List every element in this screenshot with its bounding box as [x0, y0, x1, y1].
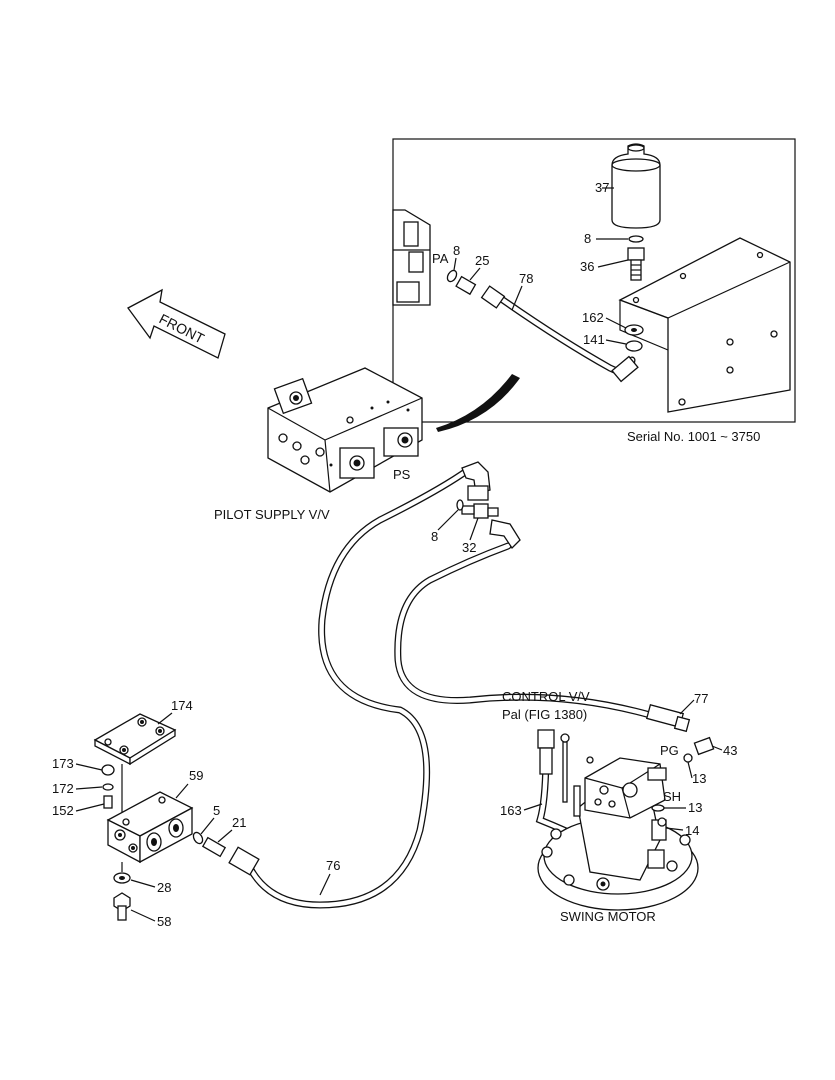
callout-8-pa: 8	[453, 243, 460, 258]
washer-172	[102, 783, 114, 791]
hose-78	[480, 285, 639, 383]
callout-58: 58	[157, 914, 171, 929]
callout-163: 163	[500, 803, 522, 818]
o-ring-5	[192, 831, 204, 845]
callout-77: 77	[694, 691, 708, 706]
nut-141	[625, 340, 643, 352]
callout-174: 174	[171, 698, 193, 713]
elbow-43	[693, 736, 715, 756]
callout-152: 152	[52, 803, 74, 818]
swing-motor	[537, 733, 699, 911]
hose-76-end	[228, 846, 260, 876]
adapter-36	[627, 247, 645, 281]
callout-172: 172	[52, 781, 74, 796]
tee-32	[473, 503, 489, 519]
callout-8-ps: 8	[431, 529, 438, 544]
mounting-bracket	[618, 237, 791, 413]
o-ring-8-top	[628, 235, 644, 243]
elbow-fittings-ps	[456, 461, 521, 550]
inset-caption: Serial No. 1001 ~ 3750	[627, 429, 760, 444]
port-pg: PG	[660, 743, 679, 758]
fitting-21	[201, 836, 227, 858]
callout-43: 43	[723, 743, 737, 758]
callout-14: 14	[685, 823, 699, 838]
fitting-25	[455, 275, 477, 296]
swing-motor-label: SWING MOTOR	[560, 909, 656, 924]
mounting-plate-174	[93, 713, 177, 766]
inset-pointer	[436, 374, 520, 432]
port-sh: SH	[663, 789, 681, 804]
callout-141: 141	[583, 332, 605, 347]
port-pa: PA	[432, 251, 449, 266]
front-arrow-icon: FRONT	[127, 288, 226, 359]
inset-detail: 37 8 36 162 141 PA 8 25 78 Serial No. 10…	[392, 138, 796, 444]
o-ring-8-pa	[446, 269, 458, 283]
callout-78: 78	[519, 271, 533, 286]
bolt-58	[113, 892, 131, 921]
accumulator	[611, 143, 661, 229]
callout-36: 36	[580, 259, 594, 274]
callout-13-a: 13	[692, 771, 706, 786]
pilot-supply-label: PILOT SUPPLY V/V	[214, 507, 330, 522]
o-ring-8-ps	[456, 499, 464, 511]
callout-173: 173	[52, 756, 74, 771]
callout-162: 162	[582, 310, 604, 325]
control-valve-label-1: CONTROL V/V	[502, 689, 590, 704]
o-ring-13-b	[651, 804, 665, 812]
callout-32: 32	[462, 540, 476, 555]
callout-8-top: 8	[584, 231, 591, 246]
callout-13-b: 13	[688, 800, 702, 815]
o-ring-13-a	[683, 753, 693, 763]
inset-valve-fragment	[392, 209, 431, 306]
hose-77	[394, 542, 691, 733]
callout-59: 59	[189, 768, 203, 783]
callout-5: 5	[213, 803, 220, 818]
control-valve-label-2: Pal (FIG 1380)	[502, 707, 587, 722]
callout-25: 25	[475, 253, 489, 268]
hose-76	[246, 466, 472, 909]
bolt-152	[103, 795, 113, 809]
callout-21: 21	[232, 815, 246, 830]
port-ps: PS	[393, 467, 411, 482]
callout-28: 28	[157, 880, 171, 895]
block-59	[106, 791, 194, 864]
callout-76: 76	[326, 858, 340, 873]
pilot-supply-valve	[267, 367, 423, 493]
nut-173	[101, 764, 115, 776]
